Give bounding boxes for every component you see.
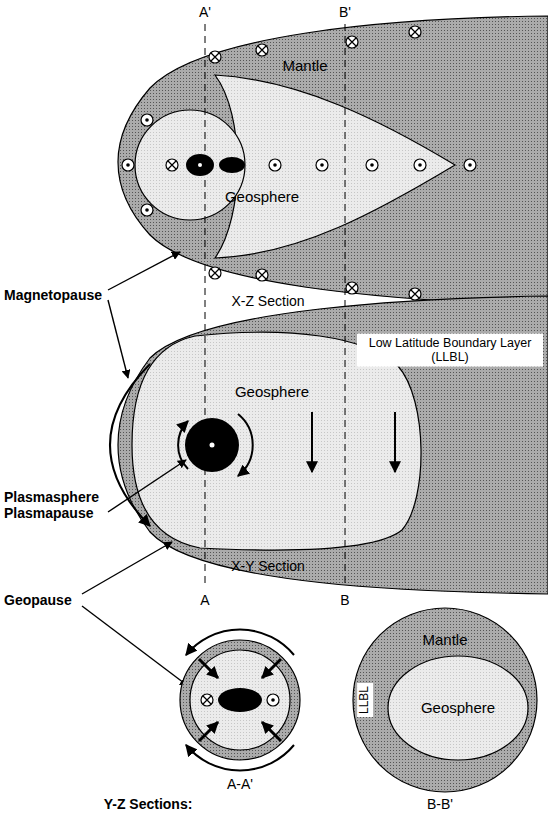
field-symbols xyxy=(201,694,279,706)
region-shape: Geosphere xyxy=(134,72,457,262)
section-label: X-Z Section xyxy=(231,293,304,309)
region-outline xyxy=(215,75,455,258)
region-outline xyxy=(353,608,537,792)
cusp-arrows xyxy=(199,659,281,741)
section-label: Geopause xyxy=(4,592,72,608)
section-label: B' xyxy=(339,4,351,20)
region-label: Low Latitude Boundary Layer (LLBL) xyxy=(357,334,543,367)
plasma-sheet xyxy=(219,157,245,173)
flow-arrows xyxy=(186,630,294,771)
earth-center xyxy=(198,163,202,167)
section-label: A xyxy=(200,592,209,608)
region-shape: Low Latitude Boundary Layer (LLBL) Geosph… xyxy=(118,294,548,596)
region-label: Geosphere xyxy=(235,383,309,400)
earth xyxy=(210,443,215,448)
section-label: B-B' xyxy=(427,796,453,812)
region-outline xyxy=(118,16,548,306)
flow-arrows xyxy=(110,364,395,526)
section-label: B xyxy=(340,592,349,608)
region-outline xyxy=(134,72,457,262)
earth xyxy=(186,154,214,176)
region-label: Geosphere xyxy=(421,699,495,716)
section-label: LLBL xyxy=(357,683,373,717)
section-label: A' xyxy=(199,4,211,20)
region-label: Geosphere xyxy=(225,188,299,205)
section-label: X-Y Section xyxy=(231,558,305,574)
section-cut-line xyxy=(205,24,345,588)
field-symbols xyxy=(122,26,476,300)
region-outline xyxy=(388,656,528,760)
leader-lines xyxy=(82,252,188,686)
region-shape: MantleGeosphere xyxy=(118,14,548,308)
region-label: Mantle xyxy=(422,631,467,648)
region-label: Mantle xyxy=(282,57,327,74)
magnetopause-ring xyxy=(180,640,300,760)
section-label: Magnetopause xyxy=(4,287,102,303)
section-label: A-A' xyxy=(227,776,253,792)
plasmasphere xyxy=(185,418,239,472)
section-label: Plasmasphere Plasmapause xyxy=(4,489,99,521)
region-shape: MantleGeosphere xyxy=(352,607,538,793)
region-outline xyxy=(132,332,421,550)
geosphere-disc xyxy=(190,650,290,750)
plasma-sheet xyxy=(218,688,262,712)
region-outline xyxy=(118,296,548,594)
region-shape: Geosphere xyxy=(387,655,529,761)
section-label: Y-Z Sections: xyxy=(104,796,193,812)
